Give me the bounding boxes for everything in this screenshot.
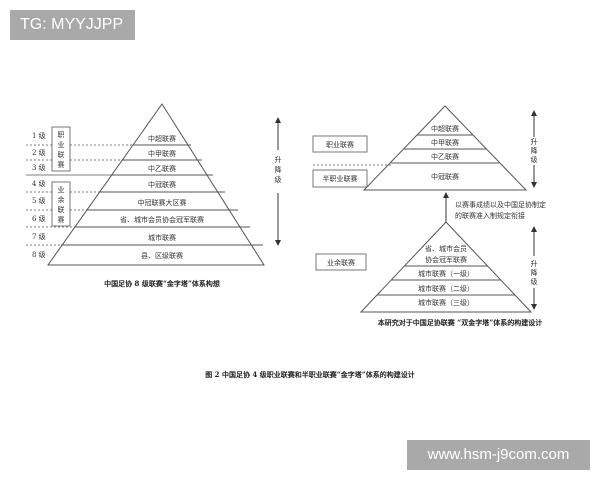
arrow-label-char: 升 — [531, 259, 538, 268]
arrow-label-char: 级 — [531, 277, 538, 286]
level-label: 2 级 — [32, 148, 46, 157]
box-professional-label: 职业联赛 — [326, 140, 354, 149]
left-pyramid-diagram: 1 级 2 级 3 级 4 级 5 级 6 级 7 级 8 级 职 业 联 赛 … — [26, 103, 282, 288]
tier-label: 城市联赛 — [148, 233, 176, 242]
lower-pyramid-outline — [359, 221, 533, 313]
arrow-label-char: 降 — [275, 165, 282, 174]
level-labels: 1 级 2 级 3 级 4 级 5 级 6 级 7 级 8 级 — [32, 131, 46, 259]
upper-tier-label: 中冠联赛 — [431, 172, 459, 181]
tier-label: 中冠联赛大区赛 — [138, 198, 187, 207]
arrow-label-char: 升 — [531, 137, 538, 146]
left-diagram-caption: 中国足协 8 级联赛“金字塔”体系构想 — [104, 279, 220, 288]
level-label: 5 级 — [32, 196, 46, 205]
tier-label: 省、城市会员协会冠军联赛 — [120, 215, 204, 224]
group-amateur-char: 余 — [58, 195, 65, 204]
group-amateur-char: 业 — [58, 185, 65, 194]
group-amateur-char: 联 — [58, 205, 65, 214]
lower-tier-label: 城市联赛（二级） — [418, 284, 474, 293]
upper-pyramid-outline — [362, 105, 528, 191]
group-amateur-char: 赛 — [58, 215, 65, 224]
right-diagram-caption: 本研究对于中国足协联赛 “双金字塔”体系的构建设计 — [377, 318, 543, 327]
group-professional-char: 联 — [58, 150, 65, 159]
lower-tier-top-line: 协会冠军联赛 — [425, 255, 467, 264]
tier-label: 中乙联赛 — [148, 164, 176, 173]
box-amateur — [315, 253, 367, 271]
watermark-bottom: www.hsm-j9com.com — [407, 440, 590, 470]
arrow-label-char: 升 — [275, 155, 282, 164]
level-label: 8 级 — [32, 250, 46, 259]
tier-label: 中冠联赛 — [148, 180, 176, 189]
tier-label: 县、区级联赛 — [141, 251, 183, 260]
right-pyramid-diagram: 职业联赛 半职业联赛 业余联赛 中超联赛 中甲联赛 中乙联赛 中冠联赛 升 降 … — [312, 105, 546, 327]
box-amateur-label: 业余联赛 — [327, 258, 355, 267]
upper-tier-label: 中甲联赛 — [431, 138, 459, 147]
level-label: 7 级 — [32, 232, 46, 241]
arrow-label-char: 级 — [275, 175, 282, 184]
box-semi-professional — [312, 169, 368, 188]
group-professional-char: 赛 — [58, 160, 65, 169]
tier-lines — [61, 144, 263, 246]
box-professional — [312, 135, 368, 153]
level-label: 1 级 — [32, 131, 46, 140]
lower-tier-top-line: 省、城市会员 — [425, 244, 467, 253]
lower-tier-label: 城市联赛（三级） — [418, 298, 474, 307]
left-pyramid-outline — [47, 103, 265, 266]
box-semi-professional-label: 半职业联赛 — [323, 174, 358, 183]
watermark-top: TG: MYYJJPP — [10, 10, 135, 40]
level-label: 6 级 — [32, 214, 46, 223]
upper-tier-label: 中乙联赛 — [431, 152, 459, 161]
figure-caption: 图 2 中国足协 4 级职业联赛和半职业联赛“金字塔”体系的构建设计 — [205, 370, 415, 379]
level-label: 4 级 — [32, 179, 46, 188]
level-separators — [26, 144, 135, 246]
upper-tier-label: 中超联赛 — [431, 124, 459, 133]
group-professional-char: 职 — [58, 131, 65, 139]
group-professional-char: 业 — [58, 140, 65, 149]
tier-label: 中超联赛 — [148, 134, 176, 143]
connector-note-line: 以赛事成绩以及中国足协制定 — [455, 200, 546, 209]
arrow-label-char: 降 — [531, 268, 538, 277]
arrow-label-char: 级 — [531, 155, 538, 164]
level-label: 3 级 — [32, 163, 46, 172]
group-box-professional — [51, 126, 71, 172]
lower-tier-label: 城市联赛（一级） — [418, 269, 474, 278]
arrow-label-char: 降 — [531, 146, 538, 155]
connector-note-line: 的联赛准入制规定衔接 — [455, 211, 525, 220]
group-box-amateur — [51, 181, 71, 227]
tier-label: 中甲联赛 — [148, 149, 176, 158]
